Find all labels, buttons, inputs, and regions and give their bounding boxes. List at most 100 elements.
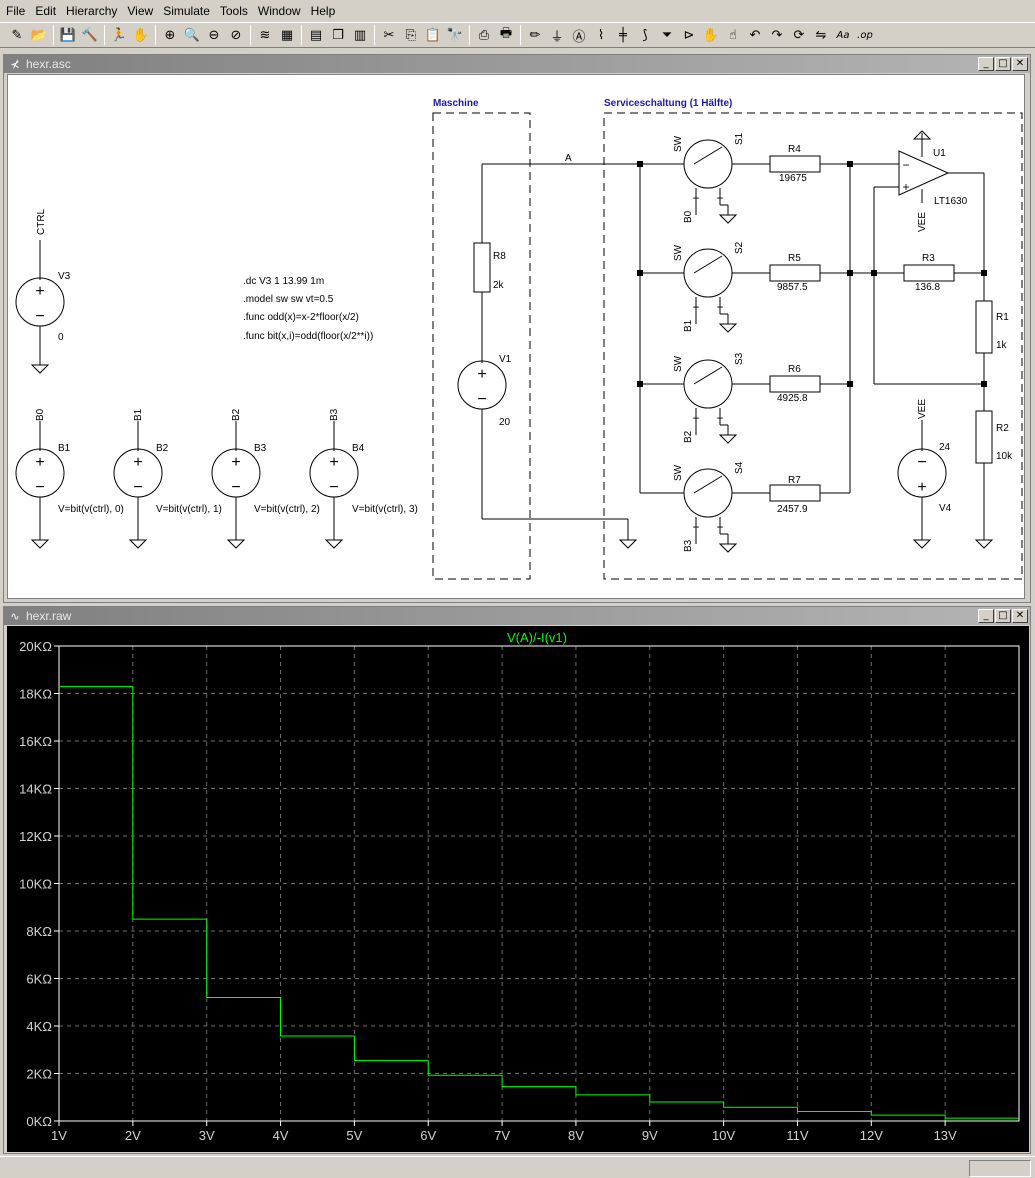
menu-simulate[interactable]: Simulate (163, 4, 210, 18)
open-icon[interactable]: 📂 (30, 27, 48, 43)
halt-icon[interactable]: ✋ (132, 27, 150, 43)
diode-icon[interactable]: ⏷ (661, 27, 673, 43)
maximize-button[interactable]: □ (995, 57, 1011, 71)
fit-icon[interactable]: ▦ (280, 27, 294, 43)
s3-ctrl-net: B2 (683, 430, 694, 443)
save-icon[interactable]: 💾 (59, 27, 77, 43)
v4-name: V4 (939, 503, 952, 514)
v3-name: V3 (58, 271, 71, 282)
rotate-icon[interactable]: ⟳ (793, 27, 805, 43)
menu-edit[interactable]: Edit (35, 4, 57, 18)
s2-ctrl-net: B1 (683, 319, 694, 332)
s3-ctrl-plus: + (692, 411, 699, 425)
copy-icon[interactable]: ⎘ (405, 27, 417, 43)
schematic-titlebar: ⊀ hexr.asc _ □ ✕ (4, 55, 1030, 73)
tile-horizontal-icon[interactable]: ▤ (309, 27, 323, 43)
minimize-button[interactable]: _ (978, 57, 994, 71)
print-setup-icon[interactable]: ⎙ (478, 27, 490, 43)
menu-hierarchy[interactable]: Hierarchy (66, 4, 118, 18)
x-tick-label: 12V (860, 1128, 883, 1143)
x-tick-label: 3V (199, 1128, 215, 1143)
plot-frame (58, 645, 1020, 1122)
autorange-icon[interactable]: ≋ (259, 27, 271, 43)
menu-view[interactable]: View (127, 4, 154, 18)
v1-plus: + (477, 366, 486, 383)
r3-value: 136.8 (915, 282, 940, 293)
u1-supply-label: VEE (917, 212, 928, 232)
trace-line[interactable] (59, 685, 1019, 1119)
new-schematic-icon[interactable]: ✎ (11, 27, 23, 43)
drag-icon[interactable]: ☝ (729, 27, 737, 43)
close-button[interactable]: ✕ (1012, 57, 1028, 71)
print-icon[interactable]: 🖶 (499, 26, 513, 41)
b4-expr: V=bit(v(ctrl), 3) (352, 504, 418, 515)
directive-func-bit[interactable]: .func bit(x,i)=odd(floor(x/2**i)) (243, 331, 373, 342)
r4-name: R4 (788, 144, 801, 155)
label-net-icon[interactable]: Ⓐ (572, 29, 586, 45)
b2-minus: − (133, 479, 142, 496)
redo-icon[interactable]: ↷ (771, 27, 783, 43)
menu-file[interactable]: File (6, 4, 26, 18)
zoom-area-icon[interactable]: 🔍 (183, 27, 201, 43)
zoom-out-icon[interactable]: ⊖ (208, 27, 220, 43)
undo-icon[interactable]: ↶ (749, 27, 761, 43)
ground-icon[interactable]: ⏚ (550, 29, 564, 45)
maximize-button[interactable]: □ (995, 609, 1011, 623)
b2-expr: V=bit(v(ctrl), 1) (156, 504, 222, 515)
schematic-canvas[interactable]: + − + − + − + − + − + − − + + − (7, 74, 1025, 599)
s4-name: S4 (734, 461, 745, 474)
s1-ctrl-minus: − (716, 191, 723, 205)
menu-window[interactable]: Window (257, 4, 301, 18)
close-button[interactable]: ✕ (1012, 609, 1028, 623)
mirror-icon[interactable]: ⇋ (815, 27, 827, 43)
b1-net-label: B0 (35, 408, 46, 421)
directive-dc[interactable]: .dc V3 1 13.99 1m (243, 276, 324, 287)
v3-plus: + (35, 283, 44, 300)
zoom-in-icon[interactable]: ⊕ (164, 27, 176, 43)
cut-icon[interactable]: ✂ (383, 27, 395, 43)
s1-ctrl-net: B0 (683, 210, 694, 223)
find-icon[interactable]: 🔭 (446, 27, 464, 43)
component-icon[interactable]: ⊳ (683, 27, 695, 43)
run-icon[interactable]: 🏃 (110, 27, 128, 43)
control-panel-icon[interactable]: 🔨 (81, 27, 99, 43)
toolbar-separator (374, 25, 375, 45)
waveform-doc-icon: ∿ (10, 610, 20, 623)
trace-title[interactable]: V(A)/-I(v1) (507, 630, 567, 645)
resistor-icon[interactable]: ⌇ (597, 27, 605, 43)
menu-tools[interactable]: Tools (219, 4, 248, 18)
y-tick-label: 18KΩ (19, 687, 52, 702)
x-tick-label: 2V (125, 1128, 141, 1143)
y-tick-label: 20KΩ (19, 639, 52, 654)
u1-name: U1 (933, 148, 946, 159)
toolbar: ✎📂💾🔨🏃✋⊕🔍⊖⊘≋▦▤❐▥✂⎘📋🔭⎙🖶✏⏚Ⓐ⌇╪⟆⏷⊳✋☝↶↷⟳⇋Aa.op (0, 22, 1035, 48)
capacitor-icon[interactable]: ╪ (619, 27, 627, 43)
cascade-icon[interactable]: ❐ (332, 27, 344, 43)
v4-minus: − (917, 454, 926, 471)
minimize-button[interactable]: _ (978, 609, 994, 623)
tile-vertical-icon[interactable]: ▥ (353, 27, 367, 43)
menu-help[interactable]: Help (310, 4, 336, 18)
s3-ctrl-minus: − (716, 411, 723, 425)
draw-wire-icon[interactable]: ✏ (529, 27, 541, 43)
b4-plus: + (329, 454, 338, 471)
inductor-icon[interactable]: ⟆ (642, 27, 648, 43)
s1-model: SW (673, 135, 684, 152)
y-tick-label: 14KΩ (19, 782, 52, 797)
paste-icon[interactable]: 📋 (424, 27, 442, 43)
directive-func-odd[interactable]: .func odd(x)=x-2*floor(x/2) (243, 312, 359, 323)
v1-value: 20 (499, 417, 511, 428)
zoom-cancel-icon[interactable]: ⊘ (230, 27, 242, 43)
text-icon[interactable]: Aa (836, 29, 850, 41)
s4-model: SW (673, 464, 684, 481)
s2-ctrl-plus: + (692, 300, 699, 314)
y-tick-label: 2KΩ (26, 1067, 52, 1082)
directive-model[interactable]: .model sw sw vt=0.5 (243, 294, 334, 305)
s4-ctrl-plus: + (692, 520, 699, 534)
move-icon[interactable]: ✋ (702, 27, 720, 43)
r6-name: R6 (788, 364, 801, 375)
x-tick-label: 13V (934, 1128, 957, 1143)
spice-directive-icon[interactable]: .op (857, 29, 873, 41)
